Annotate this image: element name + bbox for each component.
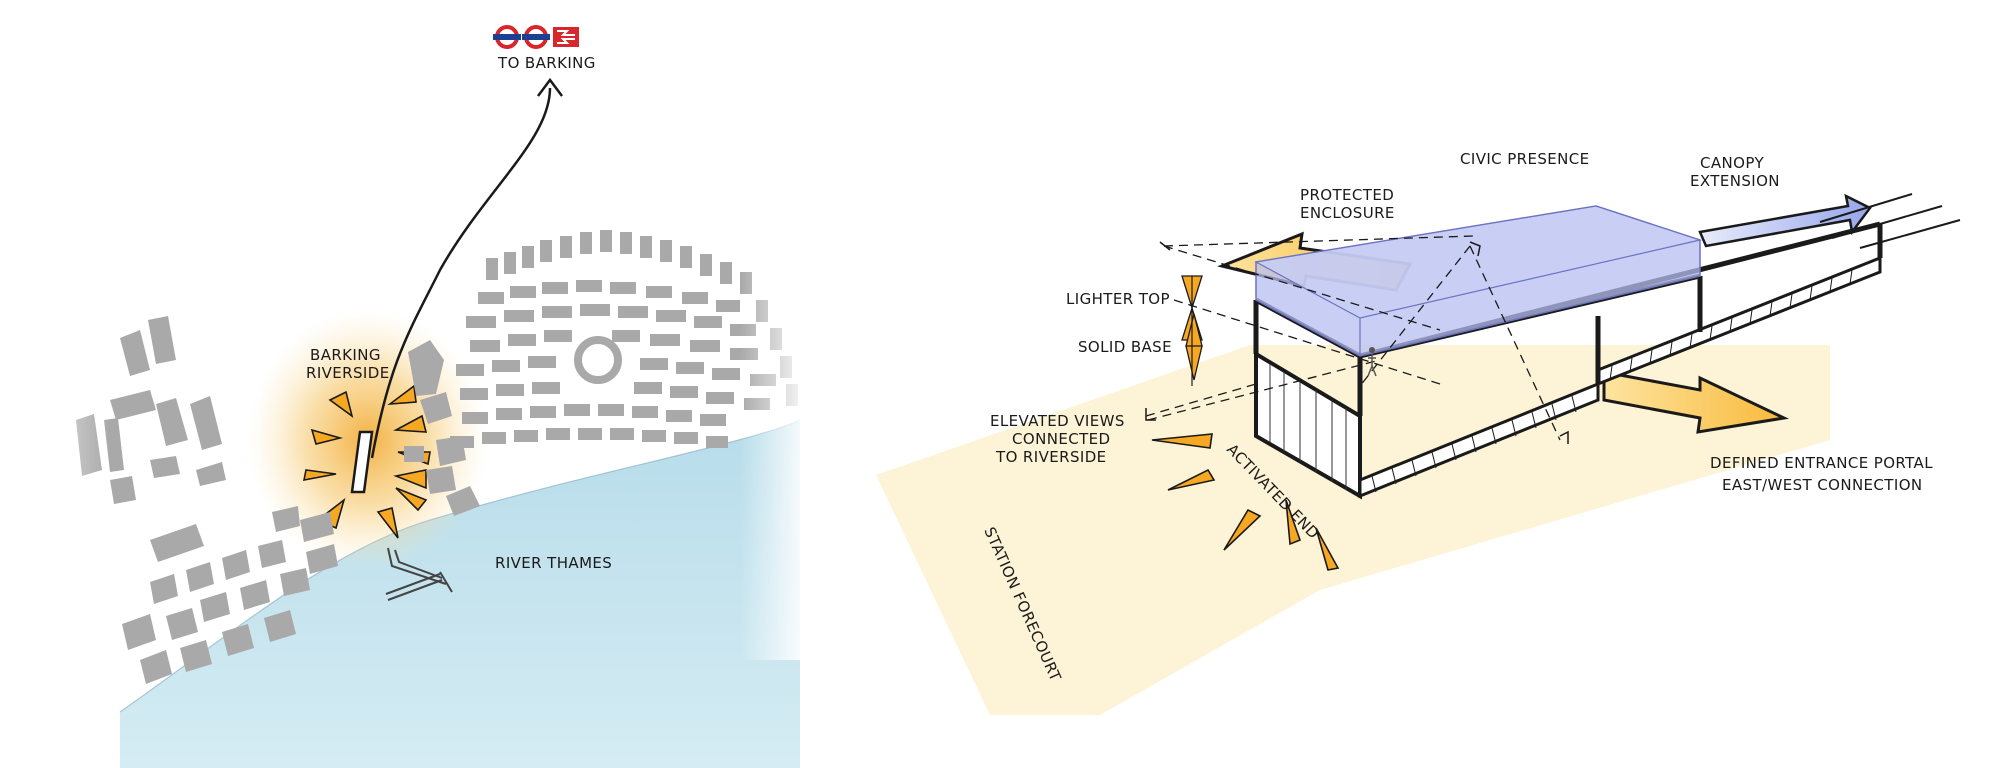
base-grid-lines <box>1269 364 1347 490</box>
entrance-portal-arrow <box>1602 370 1789 434</box>
river-thames <box>120 420 800 768</box>
national-rail-icon <box>553 27 579 47</box>
civic-presence-label: CIVIC PRESENCE <box>1460 150 1590 168</box>
river-label: RIVER THAMES <box>495 554 612 572</box>
canopy-frame <box>1253 221 1883 416</box>
station-label-line2: RIVERSIDE <box>306 364 390 382</box>
person-figure-icon <box>1367 354 1377 377</box>
route-to-barking <box>370 87 552 459</box>
entrance-label-line2: EAST/WEST CONNECTION <box>1722 476 1923 494</box>
construction-ticks <box>1145 241 1569 444</box>
canopy-label-line2: EXTENSION <box>1690 172 1780 190</box>
london-underground-roundel-icon <box>493 25 521 49</box>
site-map: TO BARKING BARKING RIVERSIDE RIVER THAME… <box>0 25 810 768</box>
track-deck-hatch <box>1609 269 1853 381</box>
station-label-line1: BARKING <box>310 346 381 364</box>
construction-lines <box>1145 235 1561 441</box>
entrance-label-line1: DEFINED ENTRANCE PORTAL <box>1710 454 1933 472</box>
activated-end-rays <box>1151 433 1340 571</box>
elevated-label-line3: TO RIVERSIDE <box>995 448 1107 466</box>
protected-label-line2: ENCLOSURE <box>1300 204 1395 222</box>
concept-diagram: CIVIC PRESENCE CANOPY EXTENSION PROTECTE… <box>876 150 1961 715</box>
river-pier <box>385 547 453 601</box>
lighter-top-label: LIGHTER TOP <box>1066 290 1170 308</box>
elevated-label-line1: ELEVATED VIEWS <box>990 412 1125 430</box>
map-fade-left <box>0 200 110 720</box>
station-platform <box>350 430 374 494</box>
platform-edge-hatch <box>1371 395 1577 493</box>
solid-base-label: SOLID BASE <box>1078 338 1172 356</box>
map-fade-right <box>740 240 810 660</box>
destination-label: TO BARKING <box>497 54 596 72</box>
elevated-label-line2: CONNECTED <box>1012 430 1110 448</box>
person-head <box>1369 347 1375 353</box>
canopy-label-line1: CANOPY <box>1700 154 1764 172</box>
london-underground-roundel-icon <box>522 25 550 49</box>
route-arrowhead <box>537 77 563 97</box>
canopy-extension-arrow <box>1698 193 1872 248</box>
dimension-arrows <box>1181 275 1203 386</box>
station-forecourt-ground <box>876 345 1830 715</box>
urban-blocks-station <box>404 340 480 516</box>
protected-label-line1: PROTECTED <box>1300 186 1394 204</box>
